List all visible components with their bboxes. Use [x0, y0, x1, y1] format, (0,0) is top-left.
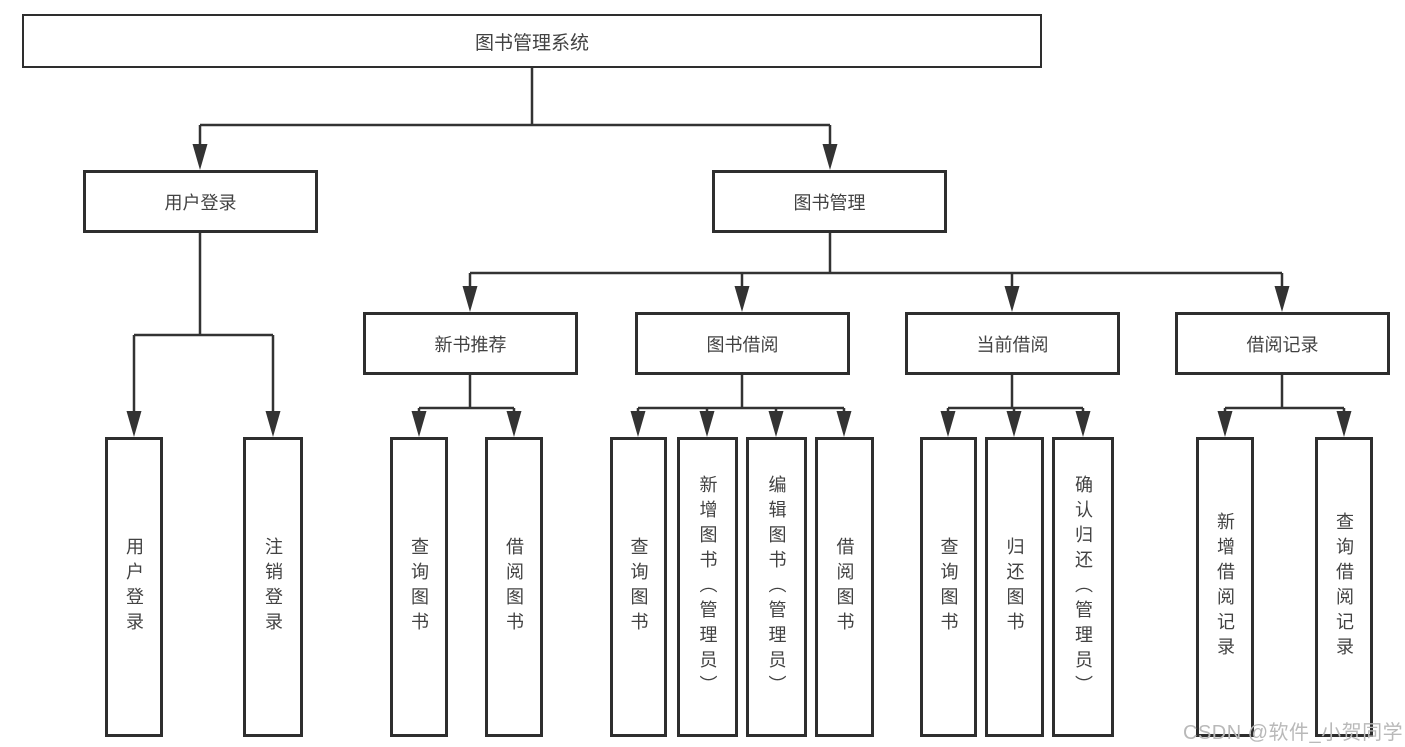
- watermark: CSDN @软件_小贺同学: [1183, 722, 1404, 744]
- node-book-borrowing: 图书借阅: [635, 312, 850, 375]
- leaf-logout-login: 注销登录: [243, 437, 303, 737]
- leaf-query-borrowing-record: 查询借阅记录: [1315, 437, 1373, 737]
- leaf-add-book-admin: 新增图书（管理员）: [677, 437, 738, 737]
- leaf-edit-book-admin: 编辑图书（管理员）: [746, 437, 807, 737]
- leaf-user-login: 用户登录: [105, 437, 163, 737]
- leaf-confirm-return-admin: 确认归还（管理员）: [1052, 437, 1114, 737]
- node-library-management-system: 图书管理系统: [22, 14, 1042, 68]
- leaf-query-books-recommend: 查询图书: [390, 437, 448, 737]
- node-current-borrowing: 当前借阅: [905, 312, 1120, 375]
- leaf-borrow-books-recommend: 借阅图书: [485, 437, 543, 737]
- node-borrowing-records: 借阅记录: [1175, 312, 1390, 375]
- leaf-query-books-borrowing: 查询图书: [610, 437, 667, 737]
- leaf-add-borrowing-record: 新增借阅记录: [1196, 437, 1254, 737]
- node-book-management: 图书管理: [712, 170, 947, 233]
- leaf-query-books-current: 查询图书: [920, 437, 977, 737]
- node-user-login: 用户登录: [83, 170, 318, 233]
- node-new-book-recommendation: 新书推荐: [363, 312, 578, 375]
- leaf-borrow-books: 借阅图书: [815, 437, 874, 737]
- leaf-return-books: 归还图书: [985, 437, 1044, 737]
